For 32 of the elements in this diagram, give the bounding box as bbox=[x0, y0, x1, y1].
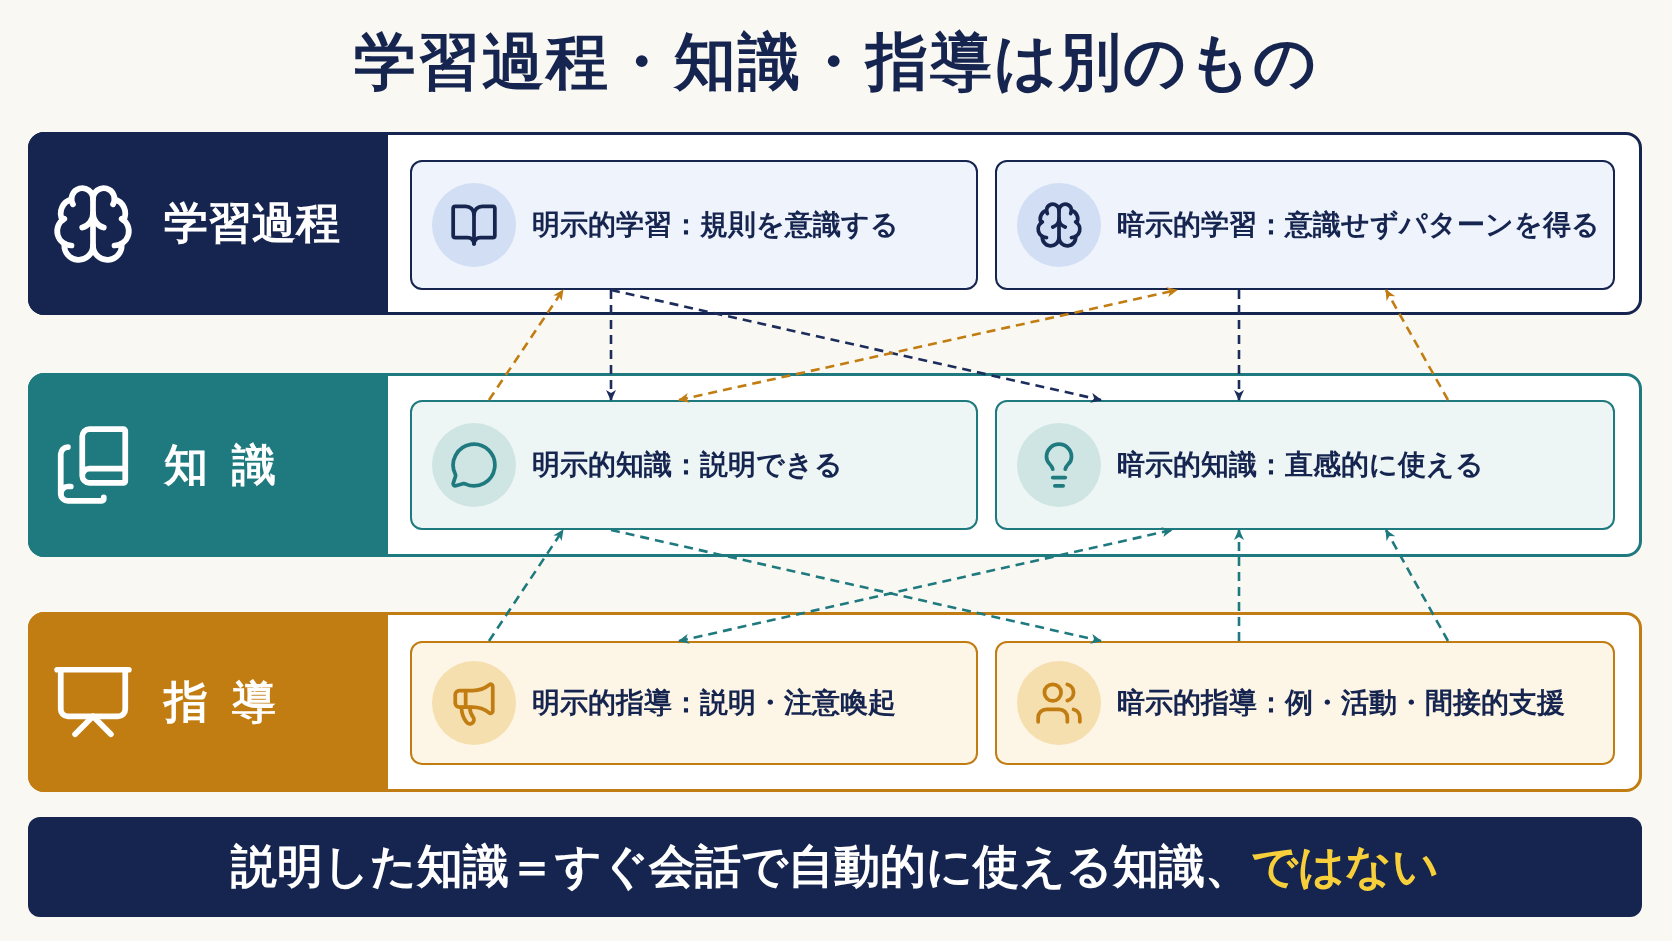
row-heading: 学習過程 bbox=[164, 196, 340, 250]
concept-label: 明示的知識：説明できる bbox=[532, 447, 843, 483]
arrow bbox=[1384, 529, 1450, 642]
concept-label: 暗示的知識：直感的に使える bbox=[1117, 447, 1484, 483]
arrow bbox=[610, 288, 1102, 403]
concept-box bbox=[995, 160, 1615, 290]
arrow bbox=[1234, 290, 1244, 401]
row-band bbox=[28, 132, 1642, 315]
concept-box bbox=[995, 641, 1615, 765]
concept-box bbox=[410, 400, 978, 530]
concept-box bbox=[410, 641, 978, 765]
concept-box bbox=[995, 400, 1615, 530]
arrow bbox=[678, 287, 1178, 403]
row-heading: 指導 bbox=[164, 674, 300, 729]
title: 学習過程・知識・指導は別のもの bbox=[353, 24, 1319, 100]
arrow bbox=[1384, 289, 1450, 401]
arrow bbox=[606, 290, 616, 401]
banner-text: 説明した知識＝すぐ会話で自動的に使える知識、 bbox=[231, 838, 1251, 895]
arrow bbox=[1234, 529, 1244, 641]
row-band bbox=[28, 373, 1642, 557]
arrow bbox=[678, 527, 1173, 644]
concept-label: 暗示的指導：例・活動・間接的支援 bbox=[1117, 685, 1565, 721]
arrow bbox=[487, 289, 565, 401]
concept-label: 明示的学習：規則を意識する bbox=[532, 207, 899, 243]
banner-text: ではない bbox=[1251, 838, 1439, 895]
summary-banner bbox=[28, 817, 1642, 917]
concept-box bbox=[410, 160, 978, 290]
row-heading: 知識 bbox=[164, 437, 300, 492]
concept-label: 暗示的学習：意識せずパターンを得る bbox=[1117, 207, 1600, 243]
arrow bbox=[487, 529, 565, 642]
row-band bbox=[28, 612, 1642, 792]
concept-label: 明示的指導：説明・注意喚起 bbox=[532, 685, 896, 721]
